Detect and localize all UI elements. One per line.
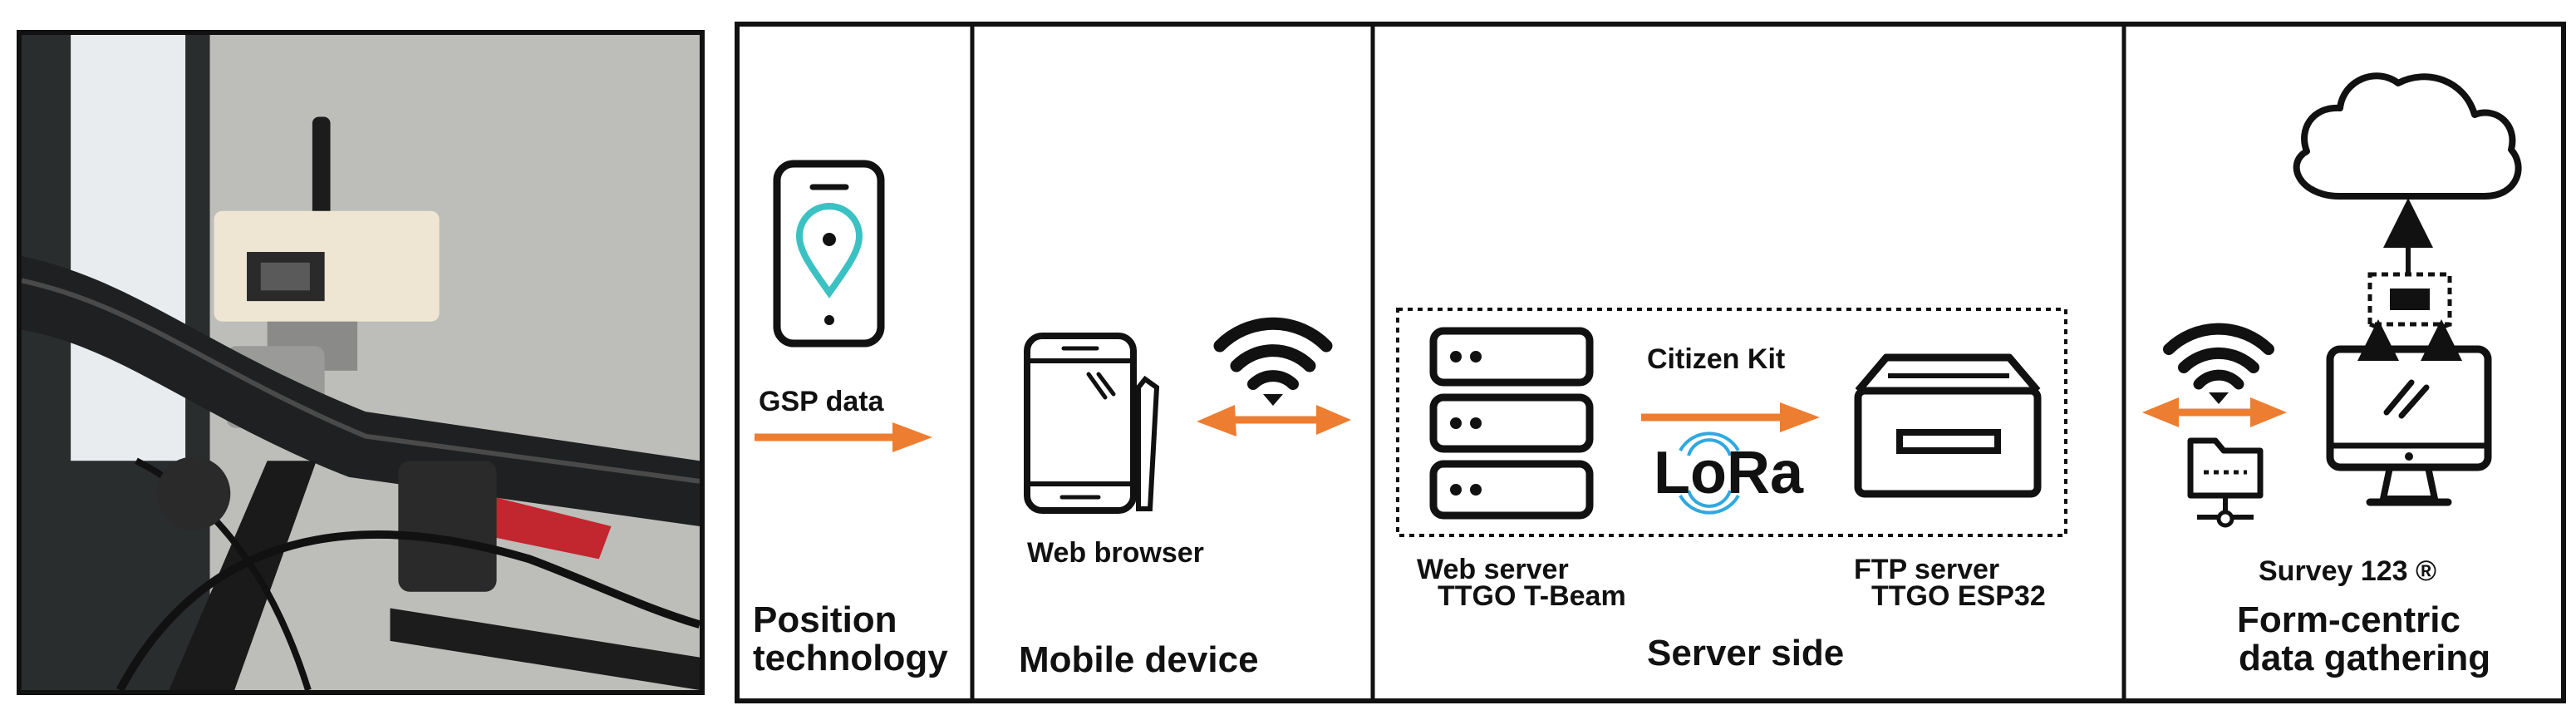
desktop-monitor-icon (2326, 345, 2492, 506)
gsp-arrow (755, 422, 932, 452)
location-pin-icon (795, 203, 863, 298)
archive-tray-icon (1854, 353, 2042, 498)
architecture-diagram: GSP data Position technology (735, 22, 2566, 703)
gateway-chip (2390, 289, 2430, 310)
diagram-frame (735, 22, 2566, 703)
stylus-icon (1136, 375, 1160, 511)
mobile-double-arrow (1197, 405, 1351, 436)
mobile-panel: Web browser Mobile device (1019, 317, 1351, 680)
position-panel: GSP data Position technology (753, 160, 948, 678)
position-title-line1: Position (753, 599, 897, 640)
server-title: Server side (1647, 633, 1844, 673)
server-rack-icon (1429, 327, 1594, 520)
wifi-icon (1213, 317, 1333, 406)
ftp-server-line2: TTGO ESP32 (1871, 580, 2046, 612)
network-folder-icon (2187, 437, 2264, 528)
lora-logo: LoRa (1654, 440, 1804, 506)
server-panel: Citizen Kit LoRa Web server TTGO T-Beam … (1396, 308, 2067, 673)
wifi-icon (2163, 323, 2274, 404)
radio-waves-icon (1679, 432, 1740, 515)
smartphone-icon (773, 160, 885, 348)
cloud-icon (2293, 72, 2522, 200)
web-server-line2: TTGO T-Beam (1438, 580, 1626, 612)
form-panel: Survey 123 ® Form-centric data gathering (2142, 72, 2522, 678)
web-server-line1: Web server (1417, 554, 1569, 585)
form-title-line1: Form-centric (2237, 599, 2460, 640)
gsp-data-label: GSP data (759, 386, 885, 417)
citizen-kit-box (1396, 308, 2067, 537)
ftp-server-line1: FTP server (1854, 554, 1999, 585)
form-double-arrow (2142, 397, 2287, 427)
mobile-title: Mobile device (1019, 639, 1259, 680)
bike-photo (17, 30, 705, 695)
kit-arrow (1641, 402, 1820, 432)
citizen-kit-label: Citizen Kit (1647, 343, 1785, 375)
survey-label: Survey 123 ® (2259, 555, 2436, 587)
gateway-box (2367, 272, 2452, 327)
smartphone-icon (1024, 333, 1137, 514)
form-title-line2: data gathering (2239, 638, 2490, 678)
web-browser-label: Web browser (1027, 537, 1204, 569)
position-title-line2: technology (753, 638, 948, 678)
